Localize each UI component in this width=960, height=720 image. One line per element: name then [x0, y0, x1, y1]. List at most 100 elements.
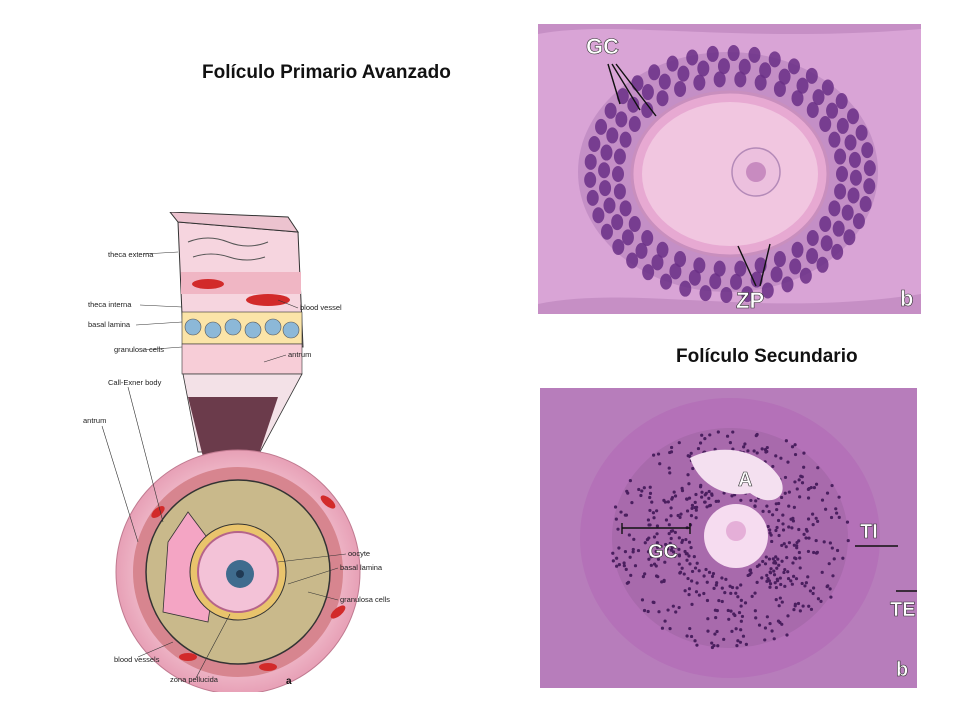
granulosa-cell-dot	[731, 430, 735, 434]
granulosa-cell-dot	[766, 524, 770, 529]
granulosa-cell-dot	[656, 452, 661, 456]
granulosa-cell-dot	[783, 584, 787, 588]
granulosa-cell-dot	[790, 582, 794, 586]
granulosa-cell-dot	[682, 572, 686, 576]
granulosa-nucleus	[669, 263, 682, 280]
granulosa-cell-dot	[617, 546, 621, 550]
label-basal-lamina-2: basal lamina	[340, 563, 383, 572]
granulosa-cell-dot	[777, 604, 781, 608]
granulosa-cell-dot	[659, 544, 663, 548]
granulosa-cell-dot	[649, 563, 653, 567]
granulosa-cell-dot	[706, 617, 710, 621]
granulosa-cell-dot	[694, 516, 698, 520]
granulosa-nucleus	[770, 266, 783, 283]
granulosa-cell-dot	[655, 524, 660, 528]
granulosa-cell-dot	[795, 540, 799, 545]
granulosa-cell-dot	[715, 629, 719, 634]
granulosa-nucleus	[847, 108, 860, 125]
granulosa-cell-dot	[734, 591, 738, 595]
label-te: TE	[890, 599, 916, 621]
granulosa-cell-dot	[815, 550, 819, 554]
granulosa-cell-dot	[791, 561, 795, 565]
granulosa-cell-dot	[814, 538, 818, 543]
granulosa-cell-dot	[662, 578, 666, 582]
micrograph-primary-follicle: GC ZP b	[538, 24, 921, 314]
granulosa-cell-dot	[723, 590, 727, 595]
granulosa-cell-dot	[666, 547, 670, 551]
granulosa-cell-dot	[649, 555, 653, 559]
granulosa-cell-dot	[781, 522, 785, 526]
granulosa-nucleus	[621, 229, 634, 246]
granulosa-nucleus	[841, 204, 854, 221]
granulosa-cell-dot	[806, 517, 811, 521]
granulosa-cell-dot	[722, 637, 726, 641]
granulosa-cell-dot	[819, 599, 823, 603]
granulosa-cell-dot	[767, 557, 772, 561]
granulosa-cell-dot	[837, 515, 841, 519]
granulosa-cell-dot	[648, 508, 652, 513]
granulosa-cell-dot	[697, 569, 701, 573]
granulosa-cell-dot	[656, 575, 660, 579]
granulosa-cell-dot	[667, 466, 671, 470]
granulosa-cell-dot	[690, 602, 694, 606]
granulosa-cell-dot	[648, 485, 652, 489]
granulosa-cell-dot	[615, 556, 619, 560]
granulosa-cell-dot	[780, 543, 784, 548]
granulosa-cell-dot	[771, 557, 775, 561]
granulosa-nucleus	[603, 197, 616, 214]
granulosa-nucleus	[826, 102, 839, 119]
granulosa-cell-dot	[625, 581, 629, 585]
granulosa-cell-dot	[705, 580, 709, 584]
granulosa-cell-dot	[663, 619, 667, 623]
granulosa-cell-dot	[637, 487, 641, 492]
label-zona-pellucida: zona pellucida	[170, 675, 219, 684]
granulosa-cell-dot	[648, 491, 653, 495]
granulosa-cell-dot	[779, 456, 783, 460]
granulosa-cell-dot	[671, 529, 675, 533]
granulosa-cell-dot	[777, 533, 781, 538]
granulosa-cell-dot	[775, 507, 779, 512]
granulosa-cell-dot	[780, 622, 784, 626]
granulosa-cell-dot	[831, 574, 835, 578]
granulosa-cell-dot	[775, 566, 779, 570]
granulosa-cell-dot	[827, 562, 831, 566]
granulosa-cell-dot	[666, 500, 670, 504]
granulosa-cell-dot	[820, 570, 824, 574]
granulosa-cell-dot	[846, 538, 850, 543]
granulosa-cell-dot	[786, 576, 791, 581]
granulosa-cell-dot	[717, 598, 721, 603]
granulosa-cell-dot	[801, 604, 805, 608]
granulosa-cell-dot	[757, 623, 762, 627]
granulosa-cell-dot	[792, 505, 796, 509]
label-antrum-left: antrum	[83, 416, 106, 425]
granulosa-cell-dot	[627, 533, 631, 537]
granulosa-cell-dot	[613, 505, 618, 509]
granulosa-nucleus	[821, 79, 834, 96]
granulosa-nucleus	[584, 171, 597, 188]
granulosa-nucleus	[709, 273, 722, 290]
granulosa-nucleus	[781, 276, 794, 293]
granulosa-nucleus	[727, 45, 740, 62]
granulosa-nucleus	[750, 271, 763, 288]
granulosa-cell-dot	[642, 486, 646, 490]
granulosa-cell-dot	[760, 447, 764, 451]
granulosa-cell-dot	[757, 563, 761, 567]
granulosa-nucleus	[615, 111, 628, 128]
label-granulosa-cells: granulosa cells	[114, 345, 164, 354]
granulosa-cell-dot	[678, 570, 683, 574]
granulosa-cell-dot	[652, 453, 656, 457]
granulosa-cell-dot	[784, 545, 788, 549]
granulosa-cell-dot	[615, 564, 619, 568]
granulosa-nucleus	[789, 258, 802, 275]
granulosa-cell-dot	[783, 491, 787, 495]
granulosa-cell-dot	[715, 581, 719, 585]
granulosa-cell-dot	[774, 454, 778, 458]
granulosa-nucleus	[693, 74, 706, 91]
granulosa-cell-dot	[648, 523, 652, 527]
granulosa-cell-dot	[699, 483, 703, 488]
label-a: A	[738, 469, 752, 491]
granulosa-cell-dot	[710, 493, 714, 497]
granulosa-cell-dot	[811, 523, 815, 527]
label-blood-vessel: blood vessel	[300, 303, 342, 312]
granulosa-nucleus	[588, 136, 601, 153]
